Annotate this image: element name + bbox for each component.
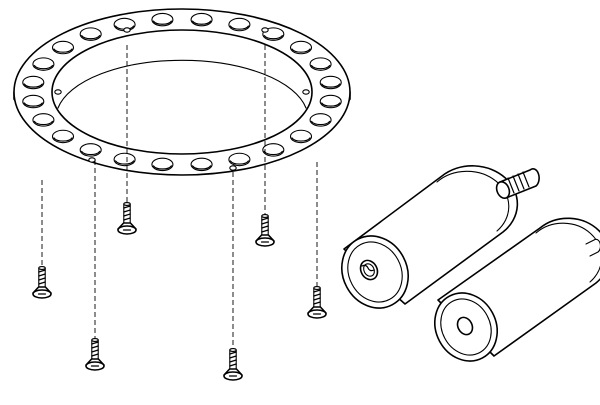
- ring-hole: [51, 40, 75, 55]
- ring-hole: [51, 129, 75, 144]
- countersunk-screw: [85, 338, 105, 371]
- ring-threaded-holes: [54, 27, 310, 171]
- ring-hole: [32, 57, 55, 71]
- countersunk-screw: [117, 202, 137, 235]
- ring-hole: [309, 57, 332, 71]
- countersunk-screw: [223, 348, 243, 381]
- threaded-hole: [123, 27, 131, 33]
- ring-hole: [113, 152, 136, 167]
- ring-hole: [262, 143, 285, 157]
- countersunk-screw: [32, 266, 52, 299]
- ring-hole: [190, 157, 213, 172]
- threaded-hole: [229, 165, 237, 171]
- ring-hole: [190, 12, 213, 27]
- screws: [32, 202, 327, 381]
- ring-hole: [151, 157, 174, 172]
- countersunk-screw: [255, 214, 275, 247]
- threaded-hole: [302, 89, 310, 95]
- set-screw: [495, 168, 540, 199]
- ring-hole: [228, 152, 251, 167]
- ring-hole: [309, 113, 332, 127]
- ring-hole: [32, 113, 55, 127]
- ring-hole: [289, 129, 313, 144]
- ring-hole: [319, 94, 342, 109]
- ring-hole: [22, 75, 45, 90]
- spacer-cylinder-left: [341, 165, 519, 309]
- flange-ring: [13, 8, 351, 176]
- ring-hole: [289, 40, 313, 55]
- threaded-hole: [54, 89, 62, 95]
- ring-hole: [228, 17, 251, 32]
- countersunk-screw: [307, 286, 327, 319]
- ring-hole: [319, 75, 342, 90]
- ring-hole: [113, 17, 136, 32]
- threaded-hole: [261, 27, 269, 33]
- ring-hole: [79, 27, 102, 41]
- threaded-hole: [88, 157, 96, 163]
- ring-hole: [79, 143, 102, 157]
- ring-hole: [22, 94, 45, 109]
- spacer-cylinder-right: [434, 217, 600, 362]
- ring-holes: [22, 12, 342, 172]
- assembly-guide-lines: [41, 45, 318, 372]
- ring-hole: [151, 12, 174, 27]
